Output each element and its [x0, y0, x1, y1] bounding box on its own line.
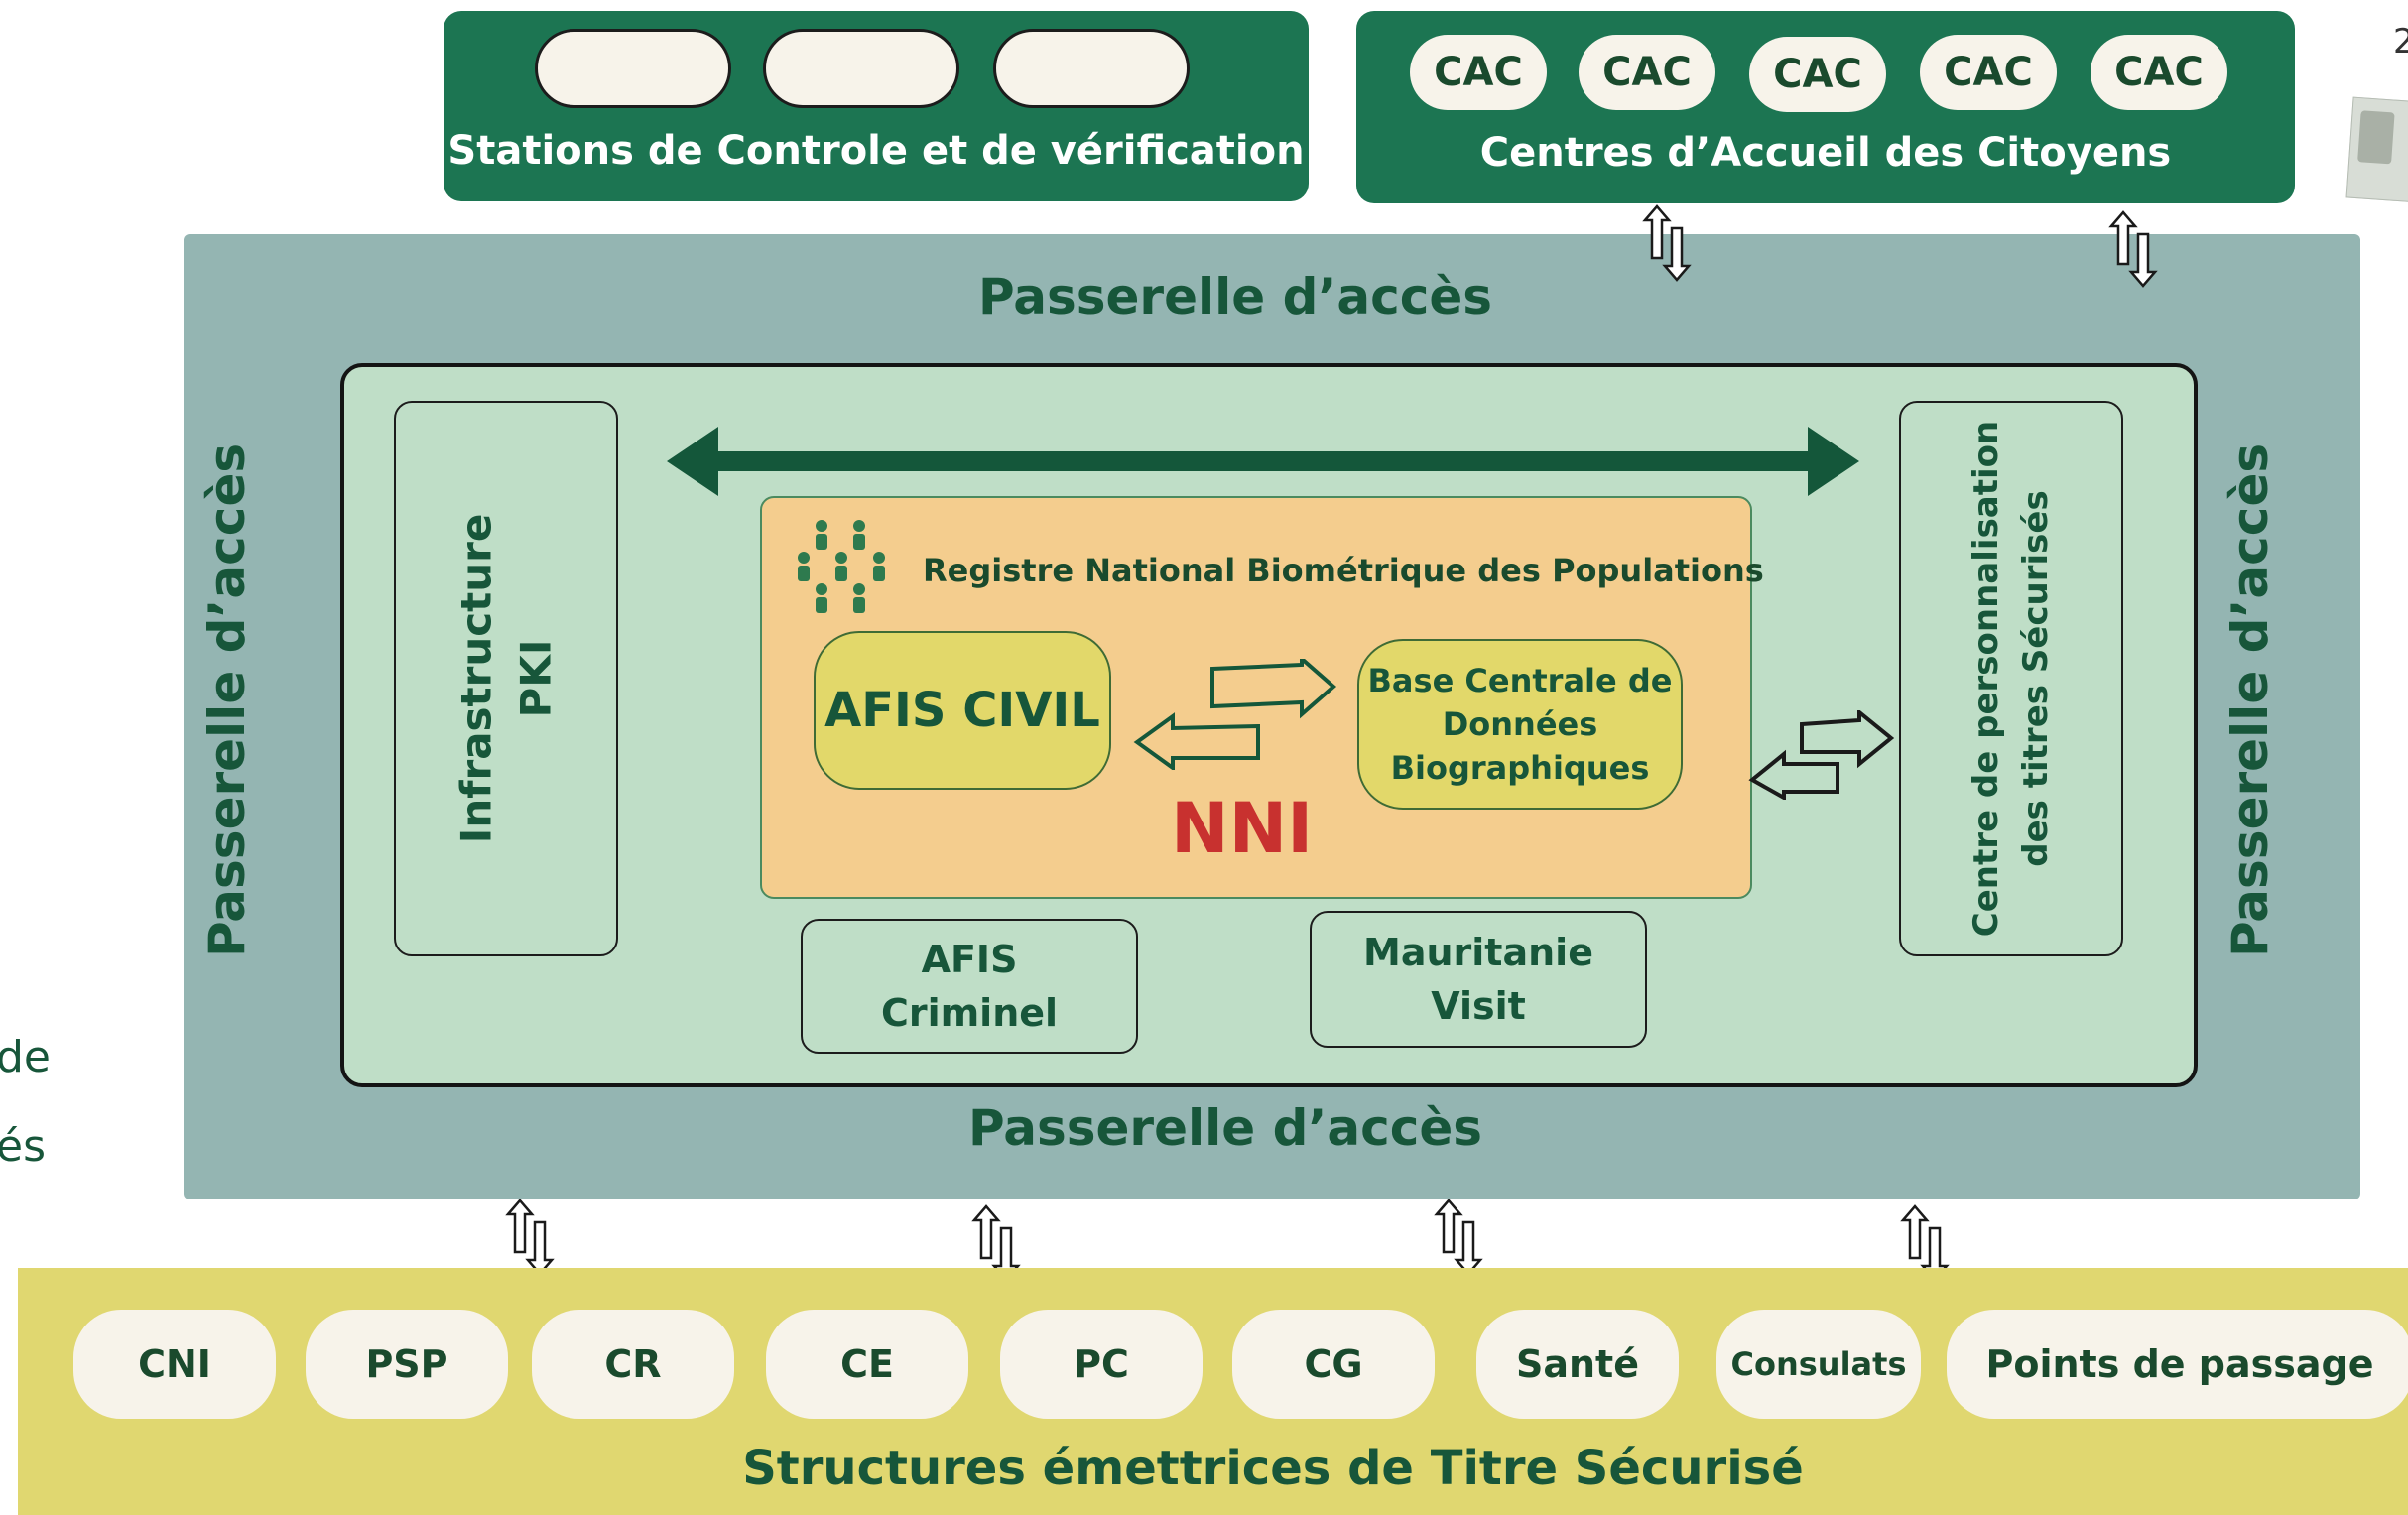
- pki-module: Infrastructure PKI: [394, 401, 618, 956]
- afis-bcdb-exchange-arrows: [1133, 659, 1337, 770]
- id-card-image: [2345, 96, 2408, 203]
- structure-pill-sante: Santé: [1476, 1310, 1679, 1419]
- population-icon: [798, 520, 885, 613]
- structure-pill-cni: CNI: [73, 1310, 276, 1419]
- structure-pill-psp: PSP: [306, 1310, 508, 1419]
- personalisation-label-line2: des titres Sécurisés: [2016, 490, 2057, 867]
- gateway-label-bottom: Passerelle d’accès: [967, 1099, 1483, 1157]
- cac-label: Centres d’Accueil des Citoyens: [1479, 130, 2172, 176]
- cac-pill-1: CAC: [1410, 35, 1547, 110]
- structure-pill-pc: PC: [1000, 1310, 1203, 1419]
- updown-arrow-bottom-3: [1434, 1199, 1483, 1276]
- station-pill-3: [993, 29, 1190, 108]
- structure-pill-ce: CE: [766, 1310, 968, 1419]
- cac-pill-4: CAC: [1920, 35, 2057, 110]
- corner-fragment: 2: [2393, 22, 2408, 62]
- structure-pill-cg: CG: [1232, 1310, 1435, 1419]
- side-fragment-es: és: [0, 1121, 46, 1172]
- bcdb-label-line1: Base Centrale de: [1367, 662, 1673, 699]
- structure-pill-points-de-passage: Points de passage: [1947, 1310, 2408, 1419]
- cac-pill-5: CAC: [2091, 35, 2227, 110]
- afis-criminel-module: AFIS Criminel: [801, 919, 1138, 1054]
- updown-arrow-cac-2: [2108, 210, 2158, 288]
- stations-label: Stations de Controle et de vérification: [447, 128, 1305, 174]
- updown-arrow-bottom-2: [971, 1204, 1021, 1282]
- structures-label: Structures émettrices de Titre Sécurisé: [742, 1441, 1804, 1496]
- updown-arrow-bottom-1: [505, 1199, 555, 1276]
- pki-label-line2: PKI: [511, 639, 560, 718]
- cac-pill-3: CAC: [1749, 37, 1886, 112]
- registry-personalisation-arrows: [1748, 710, 1895, 800]
- structure-pill-cr: CR: [532, 1310, 734, 1419]
- registry-title: Registre National Biométrique des Popula…: [923, 552, 1764, 589]
- stations-box: Stations de Controle et de vérification: [444, 11, 1309, 201]
- afis-criminel-line2: Criminel: [880, 991, 1059, 1035]
- biographic-database-node: Base Centrale de Données Biographiques: [1357, 639, 1683, 810]
- cac-pill-2: CAC: [1579, 35, 1715, 110]
- afis-criminel-line1: AFIS: [921, 938, 1018, 981]
- pki-label-line1: Infrastructure: [451, 513, 500, 844]
- personalisation-module: Centre de personnalisation des titres Sé…: [1899, 401, 2123, 956]
- pki-label: Infrastructure PKI: [446, 514, 566, 844]
- personalisation-label: Centre de personnalisation des titres Sé…: [1962, 421, 2061, 937]
- gateway-label-top: Passerelle d’accès: [977, 268, 1493, 325]
- station-pill-2: [763, 29, 959, 108]
- afis-civil-node: AFIS CIVIL: [814, 631, 1111, 790]
- afis-civil-label: AFIS CIVIL: [824, 683, 1100, 738]
- bcdb-label-line3: Biographiques: [1390, 749, 1650, 787]
- bcdb-label-line2: Données: [1442, 705, 1598, 743]
- structure-pill-consulats: Consulats: [1716, 1310, 1921, 1419]
- exchange-double-arrow: [667, 427, 1859, 496]
- gateway-label-right: Passerelle d’accès: [2221, 442, 2279, 957]
- mauritanie-visit-line2: Visit: [1431, 984, 1526, 1028]
- nni-label: NNI: [1171, 788, 1314, 869]
- personalisation-label-line1: Centre de personnalisation: [1966, 420, 2007, 938]
- mauritanie-visit-module: Mauritanie Visit: [1310, 911, 1647, 1048]
- updown-arrow-cac-1: [1642, 204, 1692, 282]
- cac-box: CAC CAC CAC CAC CAC Centres d’Accueil de…: [1356, 11, 2295, 203]
- station-pill-1: [535, 29, 731, 108]
- side-fragment-de: de: [0, 1032, 51, 1082]
- mauritanie-visit-line1: Mauritanie: [1363, 931, 1593, 974]
- gateway-label-left: Passerelle d’accès: [198, 442, 256, 957]
